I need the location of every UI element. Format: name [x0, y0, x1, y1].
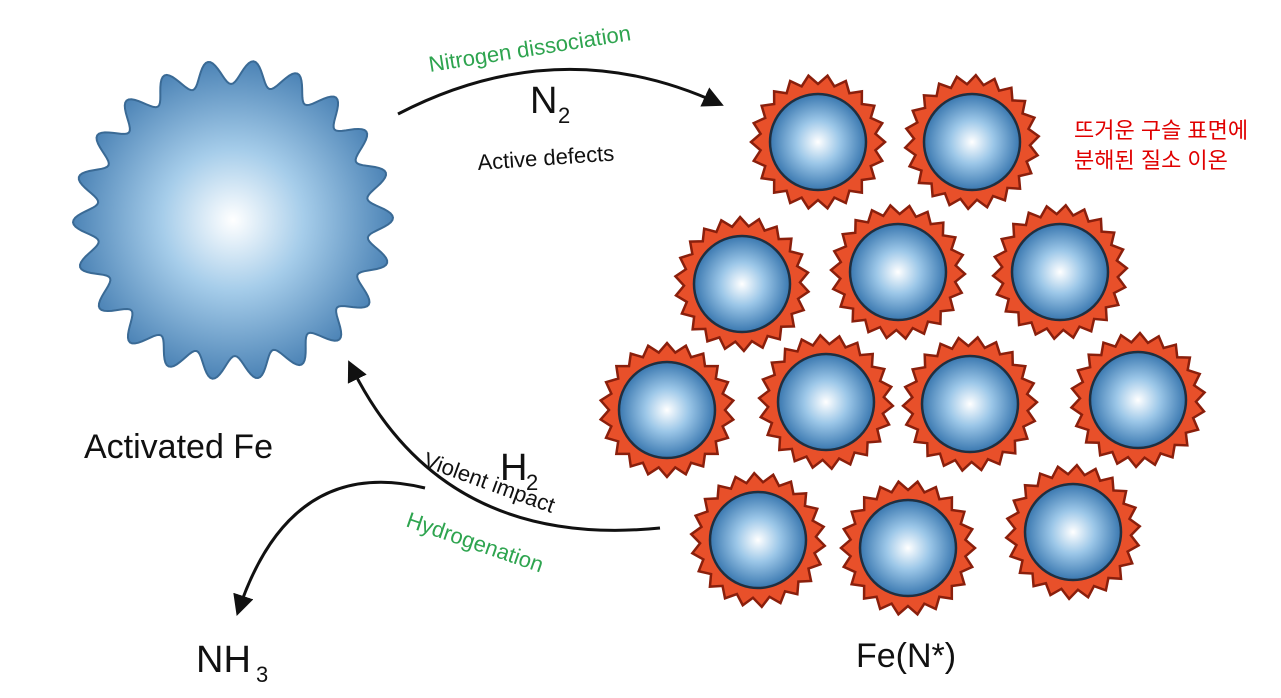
h2-subscript: 2	[526, 470, 538, 495]
fe-n-particle	[903, 73, 1041, 211]
iron-core	[1023, 482, 1123, 582]
annotation-line-1: 뜨거운 구슬 표면에	[1074, 118, 1248, 143]
n2-symbol: N	[530, 80, 557, 122]
nh3-formula: NH 3	[196, 639, 268, 687]
n2-subscript: 2	[558, 103, 570, 128]
iron-core	[858, 498, 958, 598]
fe-n-particle	[991, 203, 1129, 341]
iron-core	[776, 352, 876, 452]
arrows	[233, 67, 724, 616]
fe-n-particle	[749, 73, 887, 211]
nitrogen-dissociation-label: Nitrogen dissociation	[427, 20, 633, 77]
iron-core	[920, 354, 1020, 454]
activated-fe-particle	[71, 60, 395, 380]
h2-formula: H 2	[500, 447, 538, 495]
iron-core	[1088, 350, 1188, 450]
iron-core	[692, 234, 792, 334]
fe-n-particle	[901, 335, 1039, 473]
iron-core	[768, 92, 868, 192]
annotation-line-2: 분해된 질소 이온	[1074, 148, 1228, 173]
fe-n-particle	[839, 479, 977, 617]
activated-fe-label: Activated Fe	[84, 428, 273, 466]
fe-n-particle	[829, 203, 967, 341]
fe-n-particle	[598, 341, 736, 479]
iron-core	[1010, 222, 1110, 322]
nitrogen-dissociation-arrow	[397, 67, 724, 116]
nh3-product-arrow	[233, 480, 426, 616]
h2-symbol: H	[500, 447, 527, 489]
fe-n-particle-cluster	[598, 73, 1207, 617]
fe-n-particle	[673, 215, 811, 353]
hydrogenation-return-arrow	[347, 360, 661, 532]
fe-n-label: Fe(N*)	[856, 637, 956, 675]
fe-n-particle	[757, 333, 895, 471]
fe-n-particle	[689, 471, 827, 609]
n2-formula: N 2	[530, 80, 570, 128]
nh3-subscript: 3	[256, 662, 268, 687]
korean-annotation: 뜨거운 구슬 표면에 분해된 질소 이온	[1074, 118, 1248, 173]
activated-fe-spiky-sphere	[71, 60, 395, 380]
iron-core	[708, 490, 808, 590]
active-defects-label: Active defects	[477, 140, 615, 174]
nh3-symbol: NH	[196, 639, 251, 681]
fe-n-particle	[1069, 331, 1207, 469]
iron-core	[848, 222, 948, 322]
iron-core	[922, 92, 1022, 192]
fe-n-particle	[1004, 463, 1142, 601]
iron-core	[617, 360, 717, 460]
